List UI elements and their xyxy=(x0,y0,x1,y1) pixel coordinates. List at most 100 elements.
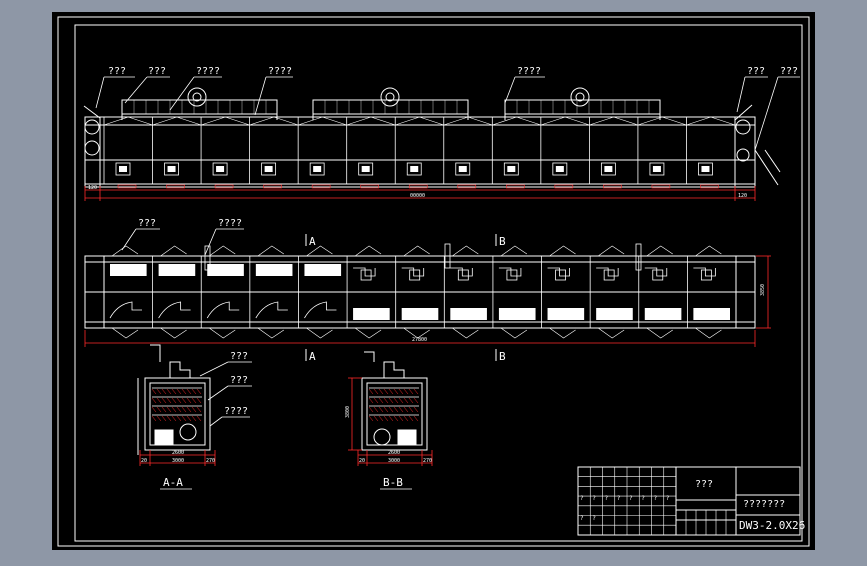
elev-burner xyxy=(115,162,131,176)
belt-hatch xyxy=(171,406,177,413)
elev-truss xyxy=(492,116,517,126)
title-block-company: ??????? xyxy=(743,499,785,510)
plan-hood-top xyxy=(695,245,722,257)
elev-dim-tag xyxy=(408,184,428,189)
belt-hatch xyxy=(383,406,389,413)
section-aa xyxy=(137,344,211,455)
plan-duct xyxy=(644,267,668,277)
plan-dim-text: 27800 3850 xyxy=(412,284,766,343)
belt-hatch xyxy=(388,388,394,395)
plan-duct xyxy=(596,267,619,277)
elev-label-6: ??? xyxy=(747,66,765,77)
plan-heater-bottom xyxy=(693,308,730,320)
plan-heater-top xyxy=(110,264,147,276)
elev-truss xyxy=(273,116,299,126)
belt-hatch xyxy=(166,415,172,422)
plan-duct xyxy=(450,267,473,277)
belt-hatch xyxy=(161,415,167,422)
belt-hatch xyxy=(151,406,157,413)
elev-truss xyxy=(710,116,736,126)
plan-hood-top xyxy=(111,245,139,257)
belt-hatch xyxy=(413,397,419,404)
belt-hatch xyxy=(161,388,167,395)
elev-truss xyxy=(200,116,226,126)
elev-burner-core xyxy=(555,166,564,172)
plan-hood-bottom xyxy=(695,327,722,339)
elevation-dims xyxy=(84,186,756,201)
plan-riser xyxy=(444,243,451,269)
elev-truss xyxy=(443,116,469,126)
elev-truss xyxy=(589,116,614,126)
belt-hatch xyxy=(181,397,187,404)
outer-border xyxy=(57,16,810,547)
belt-hatch xyxy=(166,388,172,395)
plan-heater-bottom xyxy=(498,308,536,320)
elev-burner-core xyxy=(119,166,127,172)
belt-hatch xyxy=(408,388,414,395)
elev-burner-core xyxy=(216,166,225,172)
elev-dim-tag xyxy=(263,184,282,189)
plan-hood-bottom xyxy=(452,327,479,339)
belt-hatch xyxy=(191,415,197,422)
section-mark-a-top: A xyxy=(309,235,316,248)
bb-dim-outer: 3000 xyxy=(388,458,400,464)
belt-hatch xyxy=(176,406,182,413)
aa-label-2: ??? xyxy=(230,375,248,386)
plan-label-2: ???? xyxy=(218,218,242,229)
elev-dim-tag xyxy=(457,184,477,189)
elev-truss xyxy=(613,116,639,126)
belt-hatch xyxy=(171,397,177,404)
belt-hatch xyxy=(151,388,157,395)
plan-hood-top xyxy=(597,245,625,257)
tb-cell-text: ? xyxy=(580,515,584,522)
belt-hatch xyxy=(393,397,399,404)
belt-hatch xyxy=(156,415,162,422)
belt-hatch xyxy=(398,415,404,422)
elev-burner-core xyxy=(410,166,419,172)
elev-truss xyxy=(152,116,177,126)
belt-hatch xyxy=(383,415,389,422)
bb-caption: B-B xyxy=(383,476,403,489)
elev-label-5: ???? xyxy=(517,66,541,77)
section-mark-b-top: B xyxy=(499,235,506,248)
elev-dim-tag xyxy=(700,184,719,189)
elev-truss xyxy=(128,116,153,126)
elev-dim-left: 120 xyxy=(88,185,97,191)
tb-cell-text: ? xyxy=(605,495,609,502)
elev-truss xyxy=(565,116,590,126)
elev-dim-tag xyxy=(554,184,574,189)
elev-burner xyxy=(212,162,228,176)
plan-hood-top xyxy=(257,245,285,257)
elev-truss xyxy=(540,116,566,126)
belt-hatch xyxy=(196,406,202,413)
plan-duct xyxy=(158,301,191,319)
belt-hatch xyxy=(393,415,399,422)
elev-dim-tag xyxy=(214,184,234,189)
belt-hatch xyxy=(196,388,202,395)
belt-hatch xyxy=(388,406,394,413)
belt-hatch xyxy=(156,397,162,404)
belt-hatch xyxy=(191,397,197,404)
elev-burner xyxy=(600,162,616,176)
aa-label-3: ???? xyxy=(224,406,248,417)
elev-burner xyxy=(649,162,665,176)
plan-hood-top xyxy=(354,245,382,257)
plan-hood-top xyxy=(209,245,236,257)
elev-truss xyxy=(467,116,493,126)
plan-hood-bottom xyxy=(549,327,576,339)
bb-dim-inner: 2600 xyxy=(388,450,400,456)
plan-riser xyxy=(635,243,642,271)
aa-dim-right: 270 xyxy=(206,458,215,464)
elev-truss xyxy=(249,116,274,126)
aa-label-1: ??? xyxy=(230,351,248,362)
elev-burner xyxy=(358,162,374,176)
plan-heater-bottom xyxy=(547,308,585,320)
elev-truss xyxy=(419,116,444,126)
elev-burner-core xyxy=(507,166,516,172)
belt-hatch xyxy=(181,406,187,413)
belt-hatch xyxy=(393,406,399,413)
elev-truss xyxy=(103,116,129,126)
section-mark-b-bottom: B xyxy=(499,350,506,363)
belt-hatch xyxy=(383,397,389,404)
tb-cell-text: ? xyxy=(666,495,670,502)
